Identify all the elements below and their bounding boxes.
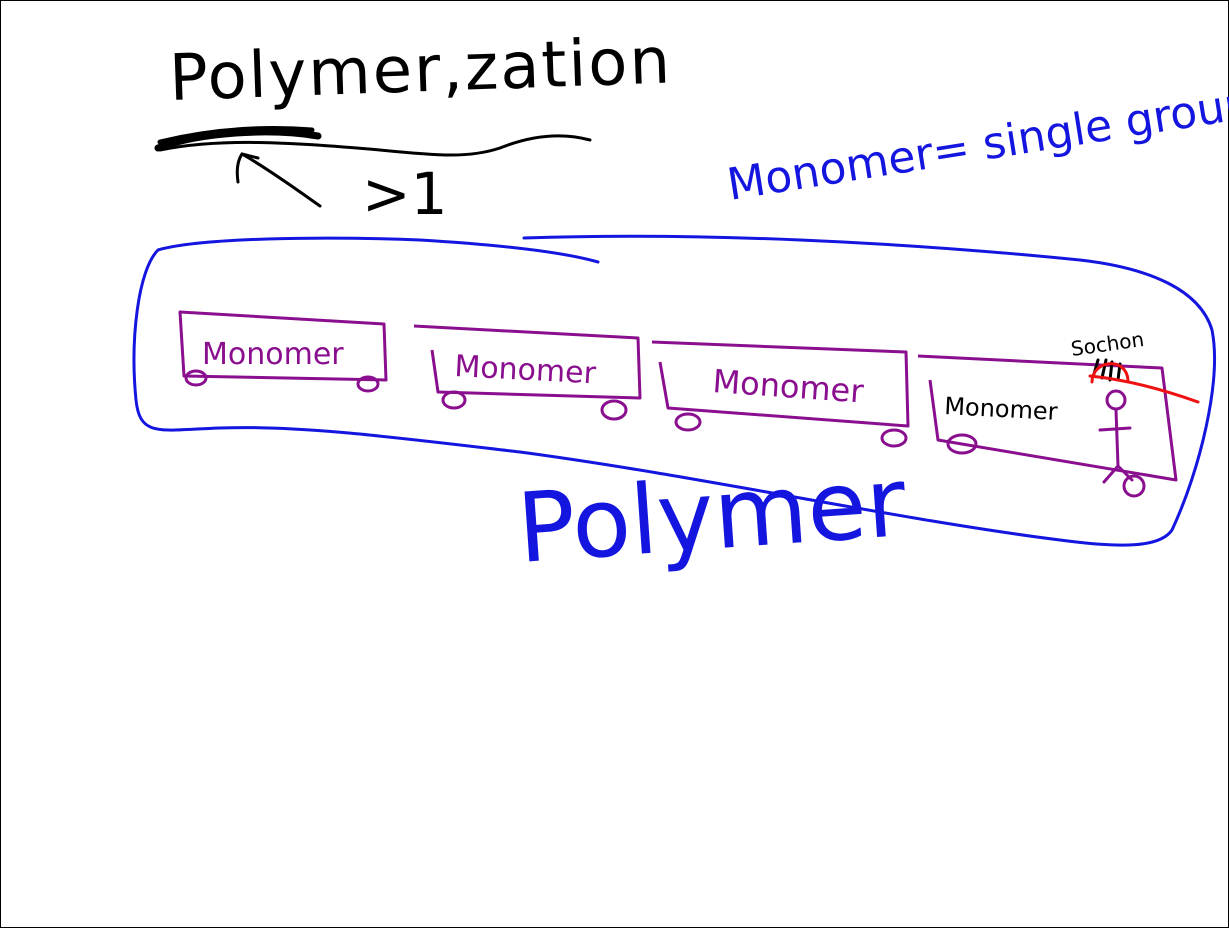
polymer-label: Polymer (514, 446, 910, 585)
title-text: Polymer,zation (168, 24, 673, 116)
greater-than-one: >1 (362, 160, 448, 228)
monomer-label-1: Monomer (202, 337, 344, 372)
monomer-definition-text: Monomer= single group. (724, 75, 1229, 211)
title-underline-heavy (154, 128, 322, 152)
socket-hatch (1092, 358, 1122, 382)
monomer-label-2: Monomer (454, 349, 598, 391)
monomer-box-4: Monomer (917, 354, 1178, 498)
polymer-boundary-loop (132, 234, 1216, 547)
arrow-head (240, 152, 260, 160)
arrow-shaft (235, 152, 244, 184)
title-underline-wave (158, 134, 592, 157)
monomer-box-1: Monomer (178, 310, 388, 393)
socket-label: Sochon (1069, 327, 1145, 361)
socket-red-line (1088, 374, 1200, 404)
monomer-label-3: Monomer (711, 362, 865, 411)
monomer-box-3: Monomer (651, 340, 910, 448)
arrow-curve (240, 152, 322, 208)
monomer-label-4: Monomer (944, 392, 1059, 426)
title-underline-heavy-2 (157, 126, 315, 145)
monomer-box-2: Monomer (413, 324, 642, 421)
